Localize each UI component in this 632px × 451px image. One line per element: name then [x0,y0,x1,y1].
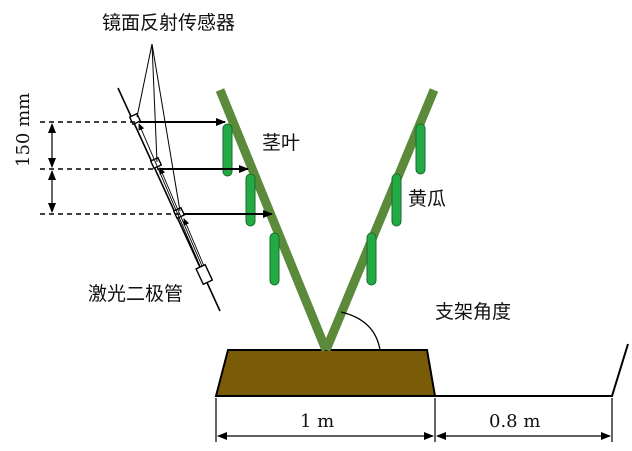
spacing-label: 150 mm [13,93,34,167]
left-stem [215,88,331,352]
cucumber-right-2 [391,173,402,227]
laser-diode-label: 激光二极管 [88,283,183,305]
laser-beam-2 [159,167,203,267]
support-angle-arc [340,311,381,351]
cucumber-left-2 [245,173,256,227]
cucumber-left-3 [269,232,280,286]
cucumber-label: 黄瓜 [408,188,446,210]
stem-leaf-label: 茎叶 [262,132,300,154]
laser-beam-1 [138,123,201,267]
soil-bed [214,349,437,397]
mirror-label-pointer-3 [151,43,181,212]
mirror-label-pointer-1 [136,43,153,118]
cucumber-right-3 [366,232,377,286]
cucumber-right-1 [415,123,426,175]
cucumber-left-1 [222,123,233,177]
gap-width-label: 0.8 m [489,411,540,432]
support-angle-label: 支架角度 [435,301,511,323]
laser-beam-3 [183,218,205,267]
laser-diode [195,263,214,286]
base-width-label: 1 m [300,411,334,432]
mirror-label-pointer-2 [151,43,158,163]
ground-line [435,343,629,397]
mirror-sensor-label: 镜面反射传感器 [102,12,235,34]
